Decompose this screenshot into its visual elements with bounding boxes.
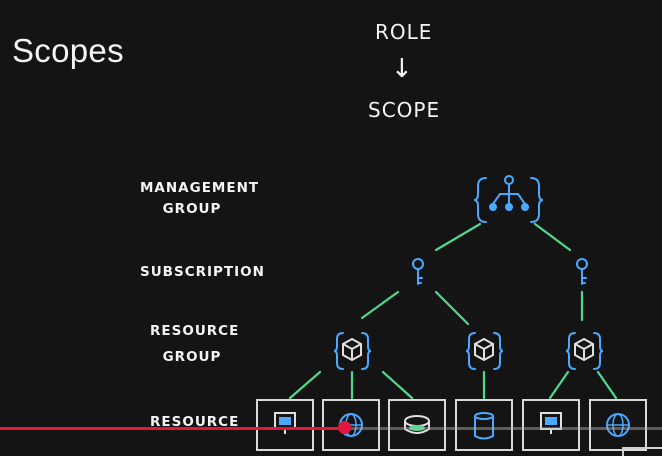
tree-connectors	[288, 222, 618, 400]
web-app-icon	[339, 413, 363, 437]
resource-label: RESOURCE	[150, 414, 240, 430]
web-app-icon	[606, 413, 630, 437]
resource-thumbnail[interactable]	[522, 399, 580, 451]
connector-rg3-res6	[596, 370, 618, 400]
virtual-machine-icon	[274, 412, 296, 434]
key-icon	[412, 258, 424, 285]
scope-label: SCOPE	[368, 98, 441, 122]
disk-icon	[404, 415, 430, 434]
management-group-icon	[473, 175, 544, 223]
resource-thumbnail[interactable]	[455, 399, 513, 451]
storage-icon	[474, 412, 494, 440]
down-arrow-icon: ↓	[391, 54, 414, 84]
connector-sub1-rg2	[434, 290, 470, 326]
resource-thumbnail[interactable]	[322, 399, 380, 451]
video-progress-fill	[0, 427, 345, 430]
connector-mg-sub1	[434, 222, 482, 252]
role-label: ROLE	[375, 20, 433, 44]
subscription-label: SUBSCRIPTION	[140, 264, 265, 280]
resource-thumbnail[interactable]	[256, 399, 314, 451]
resource-thumbnail[interactable]	[589, 399, 647, 451]
fullscreen-corner-icon[interactable]	[622, 447, 662, 456]
virtual-machine-icon	[540, 412, 562, 434]
resource-thumbnail[interactable]	[388, 399, 446, 451]
video-scrubber-handle[interactable]	[338, 421, 352, 434]
connector-rg3-res5	[548, 370, 570, 400]
cube-icon	[465, 332, 504, 370]
connector-rg1-res1	[288, 370, 322, 400]
connector-sub1-rg1	[360, 290, 400, 320]
key-icon	[576, 258, 588, 285]
management-group-label: MANAGEMENT GROUP	[140, 180, 260, 217]
resource-group-label: RESOURCE GROUP	[150, 323, 240, 365]
connector-mg-sub2	[533, 222, 572, 252]
connector-rg1-res3	[381, 370, 414, 400]
slide-title: Scopes	[12, 32, 124, 69]
cube-icon	[565, 332, 604, 370]
cube-icon	[333, 332, 372, 370]
